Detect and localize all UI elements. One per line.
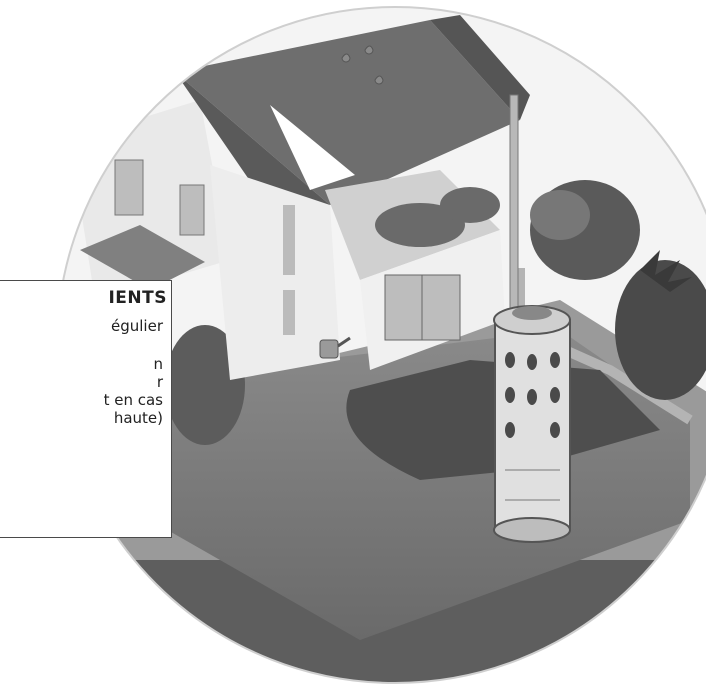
callout-line: égulier bbox=[0, 317, 171, 335]
callout-line: haute) bbox=[0, 409, 171, 427]
callout-box: IENTS égulier n r t en cas haute) bbox=[0, 280, 172, 538]
callout-line: n bbox=[0, 355, 171, 373]
callout-line: r bbox=[0, 373, 171, 391]
callout-title: IENTS bbox=[0, 287, 171, 309]
callout-line: t en cas bbox=[0, 391, 171, 409]
rainwater-tank bbox=[494, 306, 570, 542]
callout-text: égulier n r t en cas haute) bbox=[0, 317, 171, 427]
